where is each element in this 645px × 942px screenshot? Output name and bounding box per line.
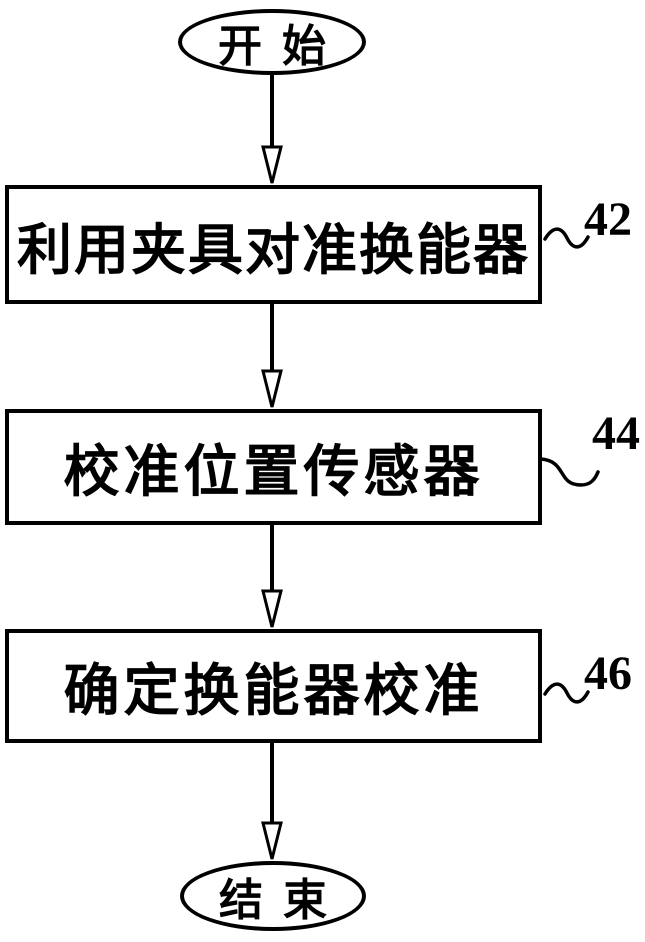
step-1-label: 利用夹具对准换能器 [16, 217, 530, 282]
ref-connector-42 [543, 227, 590, 249]
ref-connector-46 [543, 682, 590, 704]
step-2-box: 校准位置传感器 [5, 409, 542, 525]
arrow-down-icon [261, 589, 283, 628]
ref-number-42: 42 [584, 193, 632, 246]
end-terminal: 结束 [180, 861, 366, 931]
step-3-label: 确定换能器校准 [63, 658, 484, 724]
ref-number-44: 44 [592, 407, 640, 460]
start-terminal: 开始 [178, 9, 366, 75]
ref-number-46: 46 [584, 647, 632, 700]
arrow-down-icon [261, 369, 283, 408]
end-label: 结束 [219, 875, 347, 926]
flow-arrow-step1-to-step2 [261, 303, 283, 408]
flow-arrow-step3-to-end [261, 742, 283, 860]
start-label: 开始 [218, 21, 346, 72]
arrow-down-icon [261, 145, 283, 184]
step-1-box: 利用夹具对准换能器 [5, 185, 542, 304]
flow-arrow-step2-to-step3 [261, 524, 283, 628]
step-3-box: 确定换能器校准 [5, 629, 542, 743]
step-2-label: 校准位置传感器 [63, 439, 484, 505]
flow-arrow-start-to-step1 [261, 74, 283, 184]
ref-connector-44 [539, 457, 600, 487]
arrow-down-icon [261, 821, 283, 860]
